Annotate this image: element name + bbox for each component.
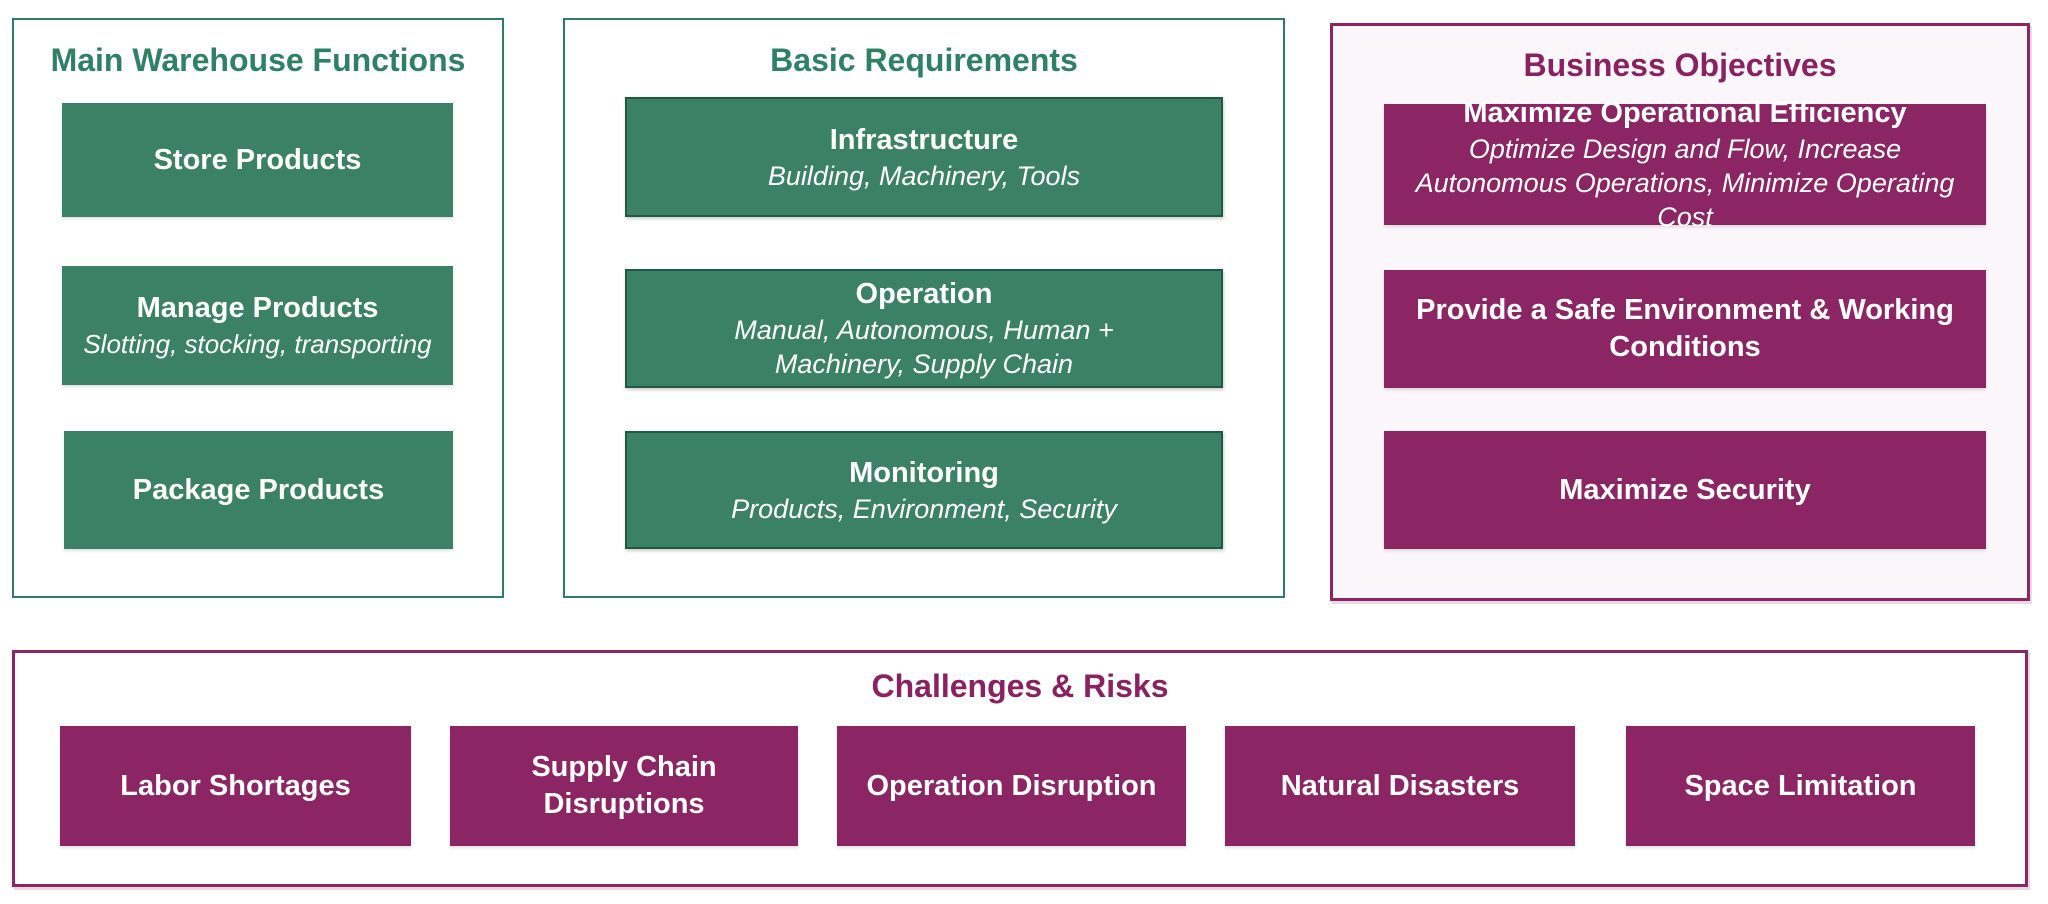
panel-challenges-risks: Challenges & Risks Labor Shortages Suppl… [12, 650, 2028, 887]
node-subtitle: Manual, Autonomous, Human + Machinery, S… [734, 315, 1114, 379]
node-title: Infrastructure [829, 123, 1019, 156]
node-labor-shortages: Labor Shortages [60, 726, 411, 846]
node-safe-environment-working-conditions: Provide a Safe Environment & Working Con… [1384, 270, 1986, 388]
node-title: Natural Disasters [1280, 769, 1520, 802]
node-space-limitation: Space Limitation [1626, 726, 1975, 846]
node-subtitle: Building, Machinery, Tools [767, 160, 1081, 191]
panel-main-warehouse-functions: Main Warehouse Functions Store Products … [12, 18, 504, 598]
node-store-products: Store Products [62, 103, 453, 217]
node-title: Provide a Safe Environment & Working Con… [1416, 294, 1954, 363]
node-title: Operation [855, 278, 993, 310]
node-operation-disruption: Operation Disruption [837, 726, 1186, 846]
node-subtitle: Products, Environment, Security [731, 493, 1117, 524]
node-title: Monitoring [849, 456, 999, 489]
node-title: Maximize Operational Efficiency [1463, 97, 1907, 129]
node-package-products: Package Products [64, 431, 453, 549]
node-title: Package Products [132, 473, 385, 506]
node-maximize-security: Maximize Security [1384, 431, 1986, 549]
panel-title-basic-requirements: Basic Requirements [770, 42, 1078, 78]
node-subtitle: Optimize Design and Flow, Increase Auton… [1415, 134, 1955, 232]
node-subtitle: Slotting, stocking, transporting [83, 329, 432, 359]
node-title: Store Products [153, 143, 362, 176]
node-title: Manage Products [136, 292, 379, 324]
panel-title-business-objectives: Business Objectives [1523, 47, 1837, 83]
node-title: Labor Shortages [120, 769, 351, 802]
node-title: Operation Disruption [866, 769, 1157, 802]
node-title: Supply Chain Disruptions [531, 751, 717, 820]
node-natural-disasters: Natural Disasters [1225, 726, 1575, 846]
panel-title-main-warehouse-functions: Main Warehouse Functions [50, 42, 466, 78]
node-supply-chain-disruptions: Supply Chain Disruptions [450, 726, 798, 846]
node-title: Maximize Security [1559, 473, 1811, 506]
node-title: Space Limitation [1684, 769, 1917, 802]
panel-business-objectives: Business Objectives Maximize Operational… [1330, 23, 2030, 601]
panel-title-challenges-risks: Challenges & Risks [871, 668, 1169, 704]
